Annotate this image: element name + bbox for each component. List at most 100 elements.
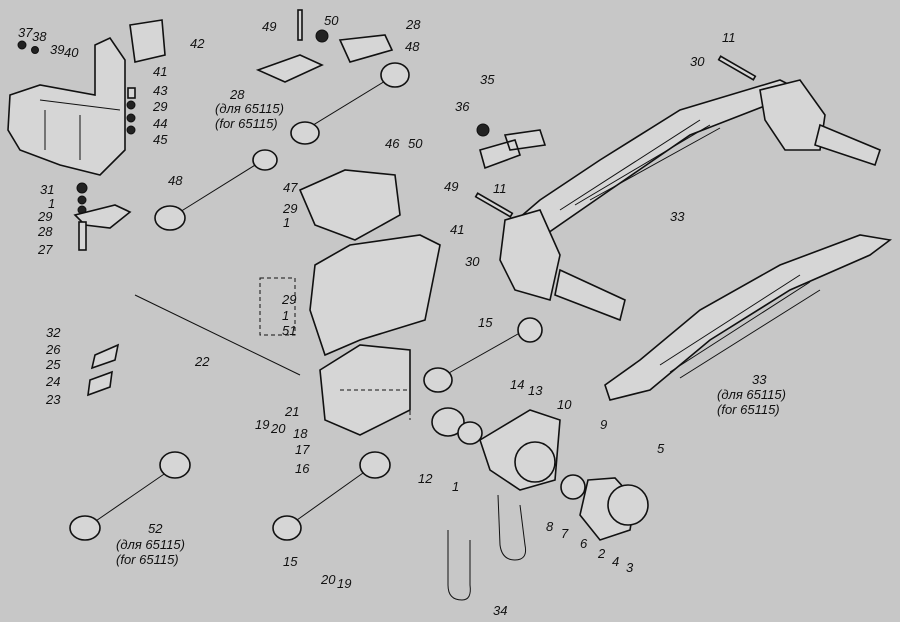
callout-label: 9 bbox=[600, 417, 608, 432]
callout-label: 11 bbox=[722, 30, 736, 45]
rod-part bbox=[154, 62, 410, 231]
callout-label: 15 bbox=[283, 554, 298, 569]
shackle-35 bbox=[479, 129, 547, 170]
callout-label: 41 bbox=[153, 64, 168, 79]
callout-label: 20 bbox=[271, 421, 286, 436]
callout-label: 1 bbox=[282, 308, 290, 323]
callout-label: 28 bbox=[406, 17, 421, 32]
callout-label: 4 bbox=[612, 554, 620, 569]
callout-label: 31 bbox=[40, 182, 55, 197]
callout-label: 44 bbox=[153, 116, 168, 131]
cap-part bbox=[338, 34, 394, 63]
callout-label: 14 bbox=[510, 377, 525, 392]
callout-label: 22 bbox=[195, 354, 210, 369]
callout-label: 21 bbox=[285, 404, 300, 419]
callout-label: 26 bbox=[46, 342, 61, 357]
callout-label: 13 bbox=[528, 383, 543, 398]
callout-label: 15 bbox=[478, 315, 493, 330]
nut-part bbox=[17, 40, 27, 50]
callout-label: 30 bbox=[465, 254, 480, 269]
callout-label: 27 bbox=[38, 242, 53, 257]
callout-label: 29 bbox=[38, 209, 53, 224]
washer-part bbox=[31, 46, 39, 54]
callout-note: (for 65115) bbox=[215, 116, 278, 131]
callout-label: 29 bbox=[283, 201, 298, 216]
bracket-part bbox=[7, 36, 126, 176]
callout-label: 49 bbox=[444, 179, 459, 194]
leaf-spring-lower bbox=[604, 234, 892, 401]
callout-label: 43 bbox=[153, 83, 168, 98]
callout-label: 1 bbox=[48, 196, 56, 211]
callout-label: 46 bbox=[385, 136, 400, 151]
callout-label: 28 bbox=[38, 224, 53, 239]
callout-label: 2 bbox=[598, 546, 606, 561]
callout-label: 40 bbox=[64, 45, 79, 60]
pad-part bbox=[87, 370, 113, 397]
callout-label: 1 bbox=[452, 479, 460, 494]
callout-note: (для 65115) bbox=[717, 387, 786, 402]
callout-label: 37 bbox=[18, 25, 33, 40]
leaf-spring-upper bbox=[503, 79, 802, 236]
plate-part bbox=[129, 19, 166, 63]
callout-label: 10 bbox=[557, 397, 572, 412]
callout-label: 11 bbox=[493, 181, 507, 196]
callout-label: 19 bbox=[255, 417, 270, 432]
nut-36 bbox=[476, 123, 490, 137]
axle-end bbox=[499, 209, 561, 302]
rod-52 bbox=[89, 469, 171, 526]
callout-label: 33 bbox=[752, 372, 767, 387]
rod-15 bbox=[289, 467, 371, 526]
callout-note: (for 65115) bbox=[116, 552, 179, 567]
bracket-41 bbox=[309, 234, 441, 357]
cap-2 bbox=[607, 484, 649, 526]
callout-label: 41 bbox=[450, 222, 465, 237]
callout-label: 25 bbox=[46, 357, 61, 372]
pin-11 bbox=[717, 55, 757, 81]
callout-label: 36 bbox=[455, 99, 470, 114]
callout-label: 6 bbox=[580, 536, 588, 551]
callout-label: 33 bbox=[670, 209, 685, 224]
callout-label: 48 bbox=[405, 39, 420, 54]
pin-11 bbox=[474, 192, 514, 218]
pad-part bbox=[90, 343, 120, 370]
callout-label: 8 bbox=[546, 519, 554, 534]
callout-note: (for 65115) bbox=[717, 402, 780, 417]
callout-label: 29 bbox=[282, 292, 297, 307]
bracket-46 bbox=[298, 169, 401, 241]
callout-label: 30 bbox=[690, 54, 705, 69]
callout-label: 32 bbox=[46, 325, 61, 340]
cap-part bbox=[255, 54, 324, 83]
spindle bbox=[814, 123, 881, 167]
nut-part bbox=[315, 29, 329, 43]
bolt-part bbox=[297, 9, 303, 41]
callout-label: 47 bbox=[283, 180, 298, 195]
callout-label: 19 bbox=[337, 576, 352, 591]
callout-label: 12 bbox=[418, 471, 433, 486]
callout-label: 5 bbox=[657, 441, 665, 456]
shaft-part bbox=[134, 294, 301, 376]
callout-label: 3 bbox=[626, 560, 634, 575]
seal-13 bbox=[457, 421, 483, 445]
axle-end bbox=[759, 79, 826, 151]
callout-label: 51 bbox=[282, 323, 297, 338]
callout-label: 1 bbox=[283, 215, 291, 230]
callout-label: 24 bbox=[46, 374, 61, 389]
callout-label: 29 bbox=[153, 99, 168, 114]
callout-label: 38 bbox=[32, 29, 47, 44]
callout-note: (для 65115) bbox=[215, 101, 284, 116]
rod-part bbox=[439, 329, 526, 379]
fasteners bbox=[73, 87, 136, 251]
callout-label: 50 bbox=[408, 136, 423, 151]
callout-label: 28 bbox=[230, 87, 245, 102]
callout-label: 7 bbox=[561, 526, 569, 541]
callout-label: 45 bbox=[153, 132, 168, 147]
callout-label: 50 bbox=[324, 13, 339, 28]
callout-label: 23 bbox=[46, 392, 61, 407]
callout-label: 35 bbox=[480, 72, 495, 87]
callout-label: 34 bbox=[493, 603, 508, 618]
seal-14 bbox=[431, 407, 465, 437]
callout-label: 48 bbox=[168, 173, 183, 188]
callout-note: (для 65115) bbox=[116, 537, 185, 552]
nut-7 bbox=[560, 474, 586, 500]
